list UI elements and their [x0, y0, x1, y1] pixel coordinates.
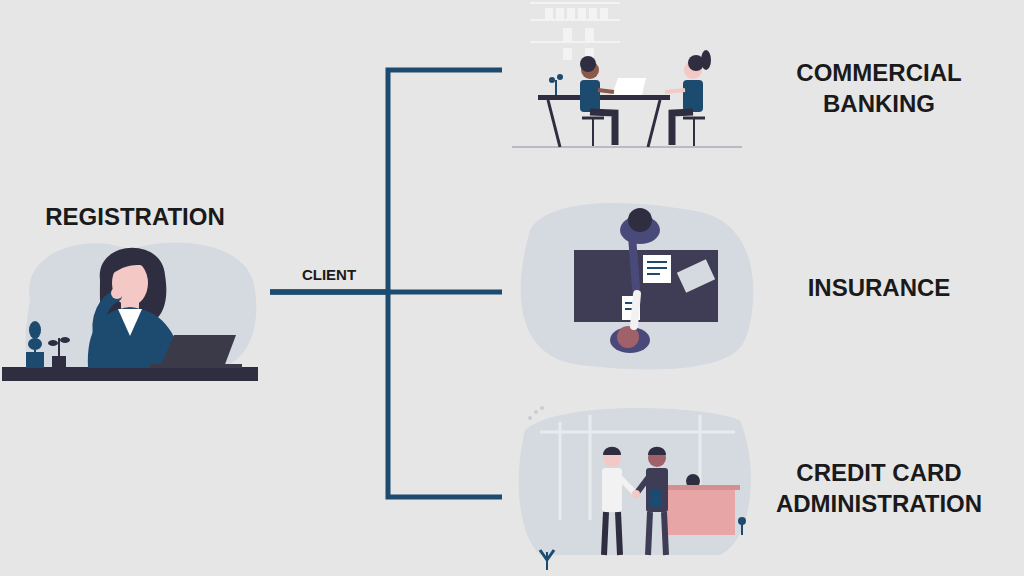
banking-illustration [580, 80, 600, 112]
banking-illustration [592, 118, 594, 146]
handshake-illustration [528, 416, 532, 420]
insurance-illustration [632, 236, 636, 288]
insurance-illustration [647, 273, 660, 275]
insurance-illustration [521, 203, 754, 369]
receptionist-illustration [29, 321, 41, 339]
receptionist-illustration [26, 352, 44, 368]
handshake-illustration [603, 447, 621, 455]
handshake-illustration [547, 550, 554, 560]
banking-illustration [530, 41, 620, 43]
handshake-illustration [602, 468, 622, 512]
banking-illustration [556, 8, 564, 20]
handshake-illustration [665, 490, 735, 535]
edge-label: CLIENT [299, 266, 359, 284]
handshake-illustration [648, 512, 650, 555]
handshake-illustration [519, 406, 751, 570]
banking-illustration [567, 8, 575, 20]
banking-illustration [600, 8, 608, 20]
handshake-illustration [604, 512, 606, 555]
branch-connector [270, 70, 502, 292]
node-heading: INSURANCE [754, 272, 1004, 303]
handshake-illustration [664, 512, 666, 555]
handshake-illustration [646, 468, 668, 512]
node-heading: REGISTRATION [41, 201, 229, 232]
banking-illustration [563, 28, 572, 42]
handshake-illustration [618, 512, 620, 555]
banking-illustration [648, 100, 660, 147]
receptionist-illustration [58, 338, 60, 356]
handshake-illustration [519, 408, 751, 555]
handshake-illustration [540, 406, 544, 410]
receptionist-illustration [48, 340, 58, 346]
banking-illustration [538, 95, 670, 100]
insurance-illustration [610, 327, 650, 353]
banking-illustration [530, 2, 620, 4]
receptionist-illustration [60, 337, 70, 343]
service-node: INSURANCE [502, 220, 1012, 354]
receptionist-illustration [160, 335, 236, 367]
banking-illustration [585, 28, 594, 42]
handshake-illustration [546, 552, 548, 570]
insurance-illustration [677, 259, 715, 292]
handshake-illustration [738, 517, 746, 525]
banking-illustration [512, 3, 742, 147]
branch-connector [270, 292, 502, 497]
receptionist-illustration [150, 364, 242, 368]
banking-illustration [555, 80, 557, 95]
handshake-illustration [648, 447, 666, 455]
insurance-illustration [643, 255, 671, 283]
handshake-illustration [699, 415, 702, 485]
handshake-illustration [660, 485, 740, 490]
receptionist-illustration [108, 253, 155, 278]
service-node: REGISTRATION [0, 195, 270, 390]
insurance-illustration [521, 203, 754, 369]
banking-illustration [693, 118, 695, 146]
service-node: COMMERCIAL BANKING [502, 20, 1012, 156]
banking-illustration [598, 90, 614, 92]
node-heading: COMMERCIAL BANKING [754, 57, 1004, 119]
banking-illustration [665, 90, 685, 92]
receptionist-illustration [26, 243, 257, 372]
receptionist-illustration [111, 287, 123, 299]
receptionist-illustration [118, 309, 142, 336]
banking-illustration [612, 78, 646, 95]
handshake-illustration [540, 431, 735, 434]
receptionist-illustration [2, 243, 258, 381]
handshake-illustration [540, 550, 547, 560]
banking-illustration [701, 50, 711, 70]
banking-illustration [580, 56, 596, 72]
insurance-illustration [628, 208, 652, 232]
handshake-illustration [650, 490, 662, 508]
insurance-illustration [574, 250, 718, 322]
banking-illustration [683, 80, 703, 112]
service-node: CREDIT CARD ADMINISTRATION [502, 420, 1012, 556]
node-heading: CREDIT CARD ADMINISTRATION [754, 457, 1004, 519]
banking-illustration [672, 112, 693, 145]
insurance-illustration [647, 267, 667, 269]
banking-illustration [549, 77, 555, 83]
banking-illustration [545, 8, 553, 20]
banking-illustration [512, 146, 742, 148]
handshake-illustration [559, 422, 562, 520]
banking-illustration [590, 112, 615, 145]
receptionist-illustration [2, 367, 258, 381]
receptionist-illustration [98, 296, 116, 340]
banking-illustration [578, 8, 586, 20]
receptionist-illustration [28, 338, 42, 350]
banking-illustration [545, 8, 608, 60]
banking-illustration [563, 48, 572, 60]
insurance-illustration [634, 294, 637, 326]
banking-illustration [589, 8, 597, 20]
insurance-illustration [647, 261, 667, 263]
banking-illustration [557, 74, 563, 80]
receptionist-illustration [52, 356, 66, 368]
handshake-illustration [632, 490, 640, 498]
banking-illustration [548, 100, 560, 147]
handshake-illustration [534, 410, 538, 414]
